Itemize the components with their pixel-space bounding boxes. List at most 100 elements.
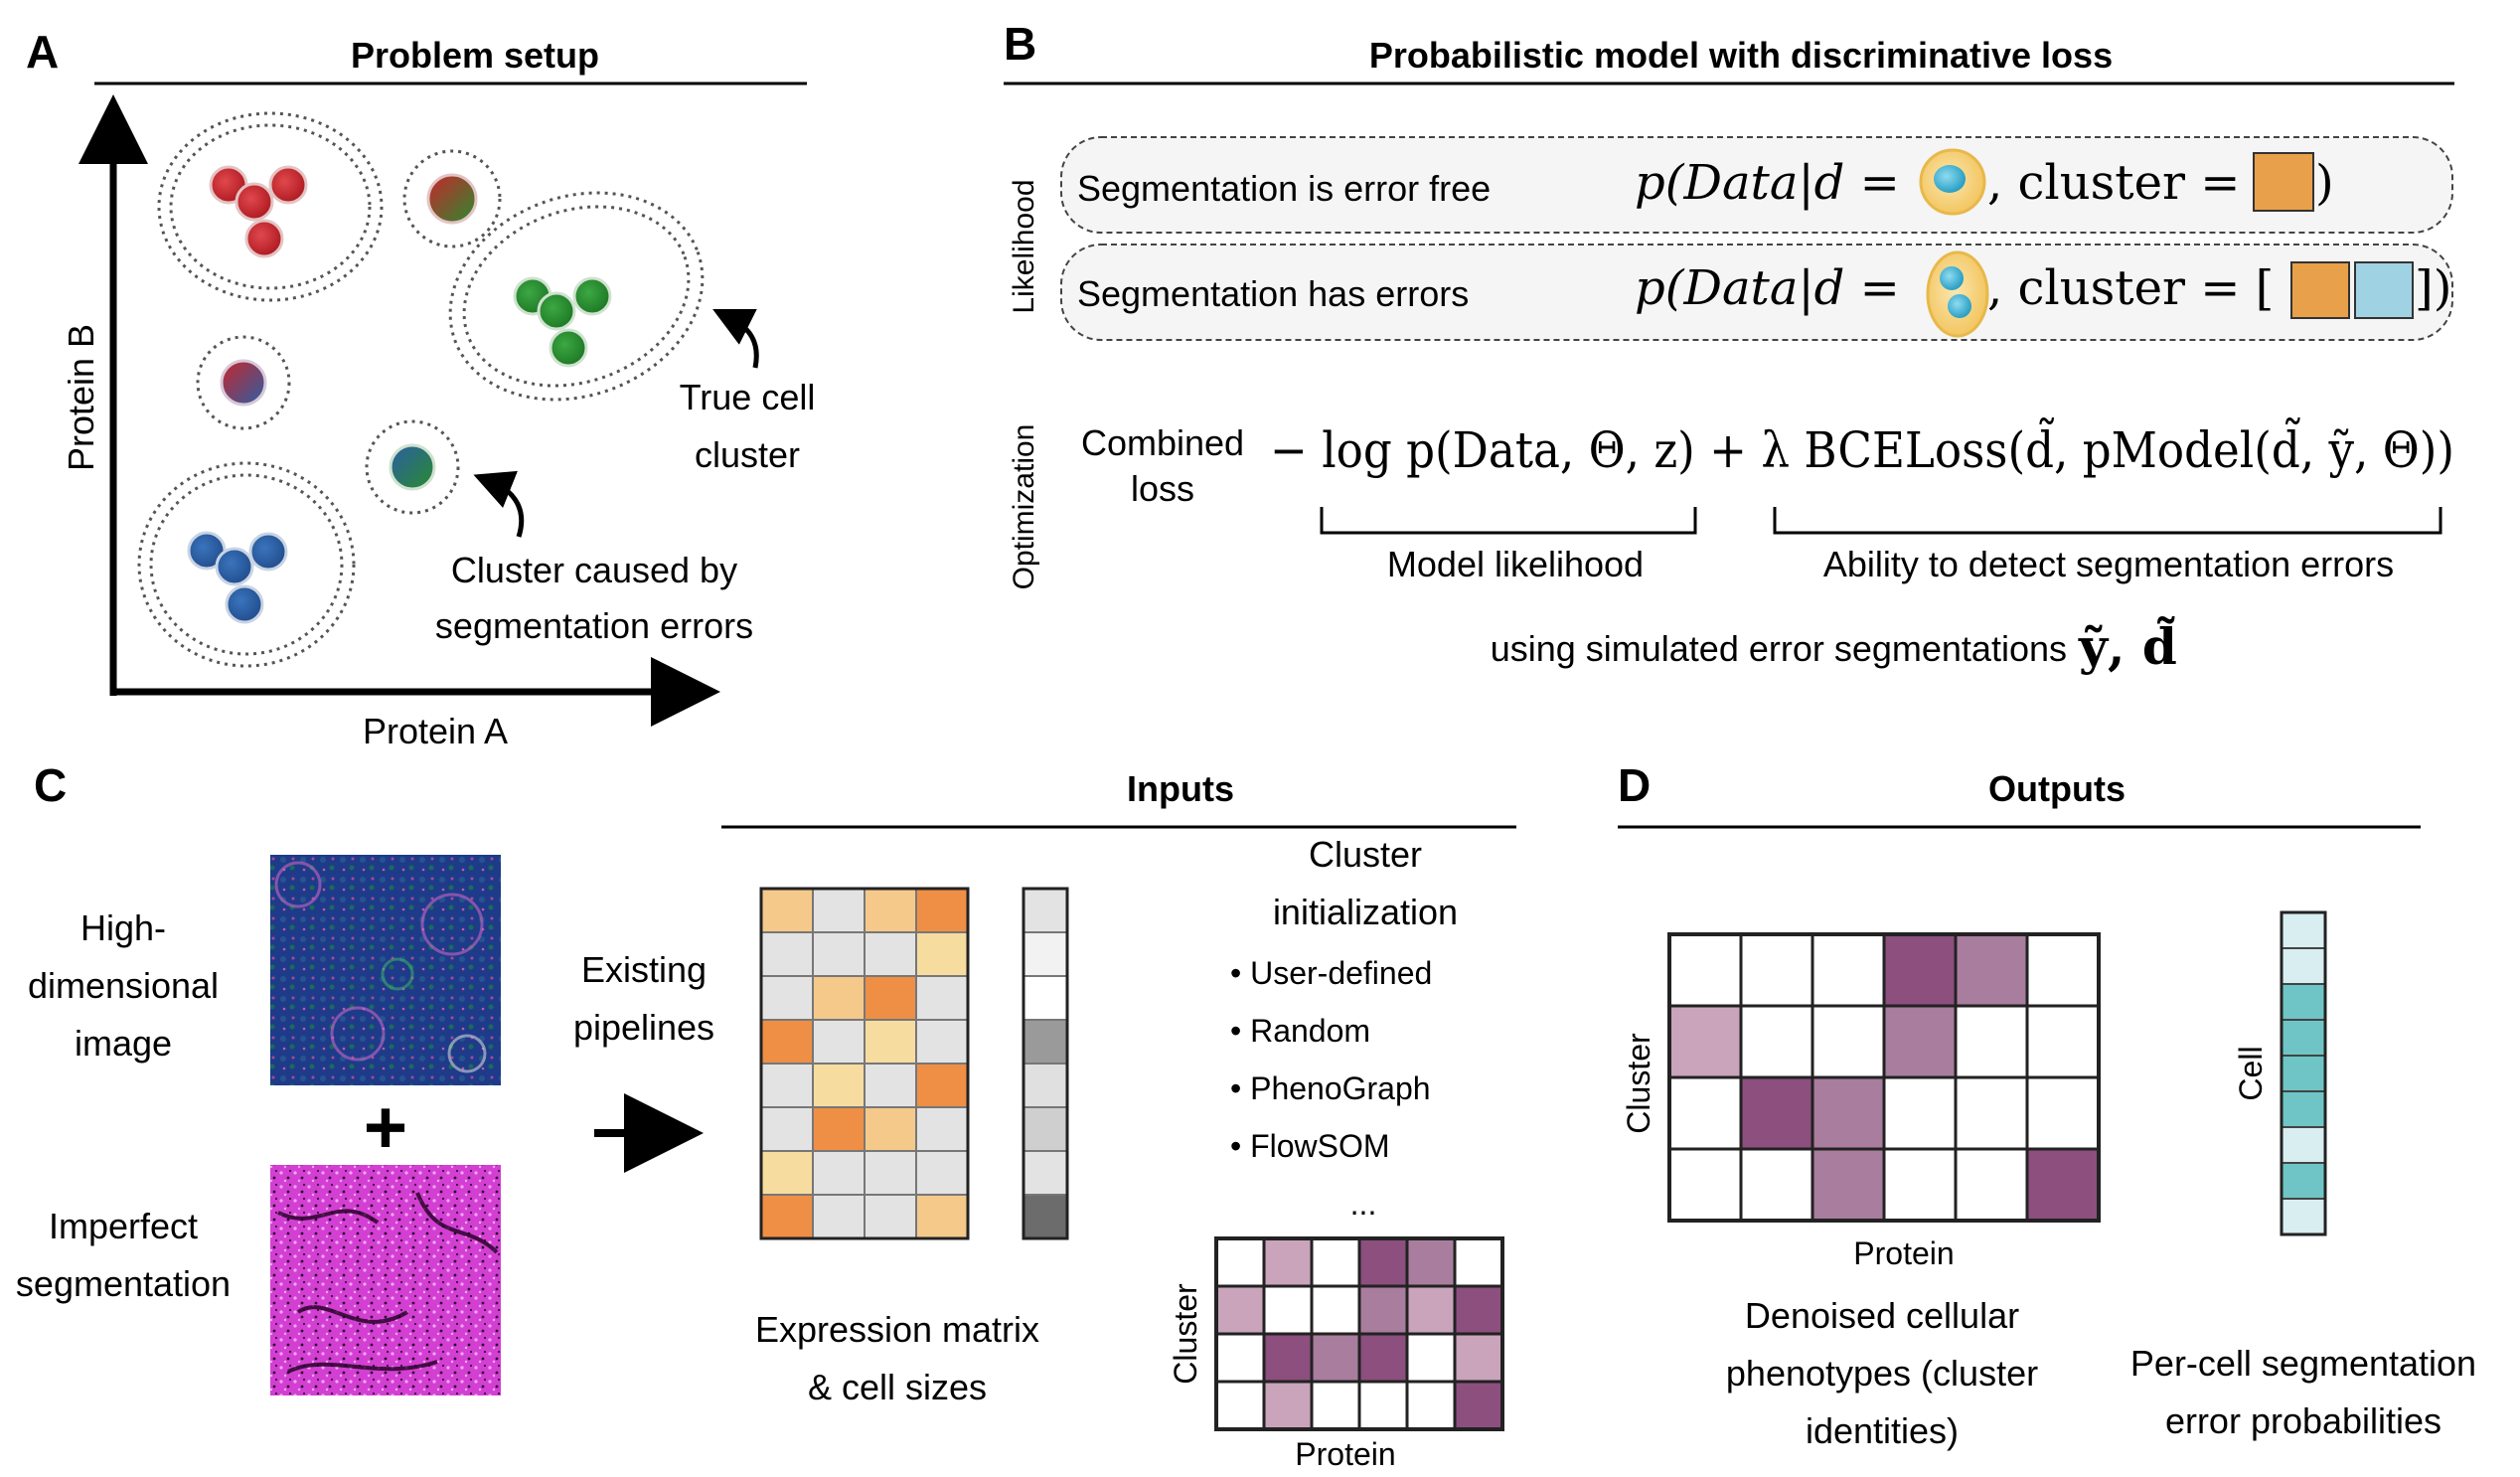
mini-heatmap-cell: [1262, 1236, 1314, 1288]
mini-heatmap-cell: [1214, 1284, 1266, 1336]
output-heatmap-cell-frame: [1667, 932, 2101, 1223]
blue-cell: [225, 584, 264, 624]
expression-cell: [915, 931, 969, 977]
mini-heatmap-cell: [1453, 1284, 1504, 1336]
expression-cell: [864, 888, 917, 933]
output-heatmap-cell: [1667, 1147, 1743, 1223]
mini-heatmap-cell: [1357, 1284, 1409, 1336]
mini-heatmap-cell: [1357, 1236, 1409, 1288]
output-heatmap-cell: [1882, 1075, 1958, 1151]
mini-heatmap-cell: [1405, 1284, 1457, 1336]
red-cell-cluster: [157, 111, 384, 302]
output-heatmap-cell: [1811, 932, 1886, 1008]
red-cell: [268, 165, 308, 205]
output-heatmap-cell: [1667, 1004, 1743, 1079]
red-cell: [244, 219, 284, 258]
output-heatmap-cell: [1882, 1147, 1958, 1223]
y-axis-label: Protein B: [61, 324, 101, 471]
expression-cell: [760, 1106, 814, 1152]
mini-heatmap-cell: [1453, 1236, 1504, 1288]
single-cell-icon: [1919, 148, 1986, 216]
output-heatmap-cell: [2025, 1004, 2101, 1079]
combined-loss-line2: loss: [1131, 468, 1194, 509]
cell-size-cell: [1023, 975, 1068, 1021]
cell-probability-cell: [2281, 1090, 2326, 1128]
output-heatmap-cell: [1954, 1004, 2029, 1079]
expression-cell: [864, 1019, 917, 1065]
image-label-line3: image: [75, 1023, 172, 1064]
cell-size-cell-frame: [1022, 887, 1069, 1240]
expression-cell: [915, 1194, 969, 1239]
output-heatmap-cell: [1739, 1075, 1814, 1151]
mini-heatmap-cell: [1214, 1332, 1266, 1384]
expression-cell: [760, 1150, 814, 1196]
red-cell: [235, 182, 274, 222]
expression-cell: [812, 975, 866, 1021]
mini-heatmap-cell: [1262, 1380, 1314, 1431]
output-heatmap-cell: [1811, 1075, 1886, 1151]
cell-ylabel: Cell: [2233, 1046, 2269, 1100]
expression-cell: [864, 931, 917, 977]
cell-probability-cell: [2281, 1019, 2326, 1057]
expression-cell: [812, 931, 866, 977]
expression-cell: [915, 1106, 969, 1152]
output-heatmap-cell: [1667, 932, 1743, 1008]
expression-cell: [812, 1150, 866, 1196]
row2-eq-cluster: , cluster = [: [1987, 260, 2274, 316]
row2-eq-close: ]): [2415, 260, 2451, 316]
output-heatmap-cell: [1667, 1075, 1743, 1151]
cluster-orange-swatch-2: [2290, 261, 2350, 319]
outputs-title: Outputs: [1988, 768, 2126, 809]
seg-label-line1: Imperfect: [49, 1206, 198, 1246]
panel-b-letter: B: [1004, 18, 1036, 70]
panel-a: A Problem setup Protein A Protein B: [26, 26, 815, 751]
expression-cell: [915, 975, 969, 1021]
mini-heatmap-cell: [1453, 1332, 1504, 1384]
cell-size-cell: [1023, 1019, 1068, 1065]
expression-cell-frame: [759, 887, 970, 1240]
mini-heatmap-cell: [1310, 1236, 1361, 1288]
brace-left-label: Model likelihood: [1387, 544, 1644, 584]
expression-cell: [812, 1063, 866, 1108]
loss-equation: − log p(Data, Θ, z) + λ BCELoss(d̃, pMod…: [1270, 417, 2454, 479]
cell-probability-cell: [2281, 1126, 2326, 1164]
cell-size-cell: [1023, 1194, 1068, 1239]
mini-heatmap-cell: [1310, 1380, 1361, 1431]
likelihood-row-error-free: [1060, 136, 2453, 234]
brace-model-likelihood: [1320, 507, 1697, 535]
image-texture: [274, 861, 487, 1073]
true-cluster-annotation-line1: True cell: [680, 377, 816, 417]
multiplexed-image-thumbnail: [270, 855, 501, 1085]
output-heatmap-cell: [1882, 932, 1958, 1008]
doublet-cell: [389, 443, 436, 491]
true-cluster-arrow: [712, 309, 759, 369]
blue-cell: [215, 547, 254, 586]
row1-label: Segmentation is error free: [1077, 168, 1491, 209]
blue-cell-cluster: [137, 461, 356, 668]
row2-label: Segmentation has errors: [1077, 273, 1469, 314]
expression-cell: [760, 1019, 814, 1065]
mini-heatmap-cell: [1405, 1236, 1457, 1288]
cell-error-probability-column: [2280, 910, 2327, 1236]
expression-cell: [812, 1194, 866, 1239]
output-heatmap-ylabel: Cluster: [1621, 1033, 1656, 1134]
expression-cell: [864, 1194, 917, 1239]
panel-c: C High- dimensional image + Imperfect se…: [16, 759, 1516, 1472]
cell-size-cell: [1023, 888, 1068, 933]
inputs-title: Inputs: [1127, 768, 1234, 809]
panel-b: B Probabilistic model with discriminativ…: [1004, 18, 2454, 676]
image-label-line2: dimensional: [28, 965, 219, 1006]
true-cluster-annotation-line2: cluster: [695, 434, 800, 475]
denoised-phenotype-heatmap: [1667, 932, 2101, 1223]
mini-heatmap-cell-frame: [1214, 1236, 1504, 1431]
expression-cell: [864, 1063, 917, 1108]
blue-cell: [248, 532, 288, 572]
green-cell-cluster: [448, 191, 705, 402]
doublet-cell: [426, 173, 478, 225]
doublet-cell-icon: [1926, 250, 1989, 338]
expression-cell: [760, 1194, 814, 1239]
cluster-init-ellipsis: ...: [1350, 1186, 1377, 1222]
panel-d: D Outputs Protein Cluster Denoised cellu…: [1618, 759, 2476, 1451]
combined-loss-line1: Combined: [1081, 422, 1244, 463]
